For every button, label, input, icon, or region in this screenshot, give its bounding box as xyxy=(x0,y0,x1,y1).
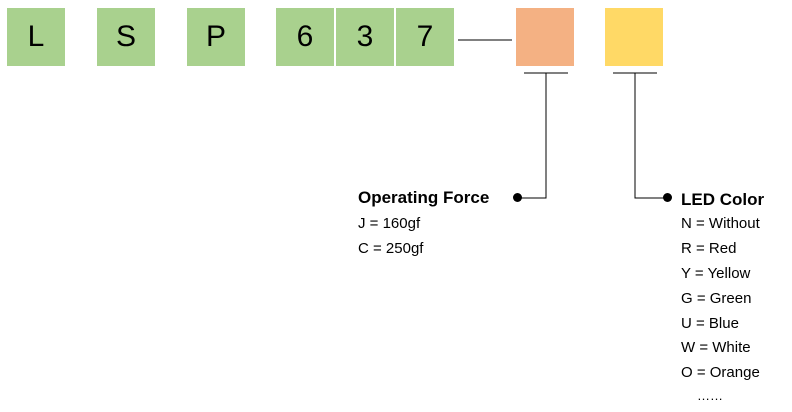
led-bullet-dot xyxy=(663,193,672,202)
led-leader xyxy=(634,73,665,199)
code-box-label: 3 xyxy=(356,20,374,53)
led-color-title: LED Color xyxy=(681,190,765,209)
led-option: G = Green xyxy=(681,290,752,307)
force-option: J = 160gf xyxy=(358,215,421,232)
code-box-label: 7 xyxy=(416,20,434,53)
led-option: N = Without xyxy=(681,215,760,232)
force-code-box xyxy=(516,8,574,66)
code-box-label: P xyxy=(205,20,226,53)
led-option: W = White xyxy=(681,339,751,356)
led-option: R = Red xyxy=(681,240,737,257)
code-box-1: L xyxy=(7,8,65,66)
code-box-3: P xyxy=(187,8,245,66)
force-leader xyxy=(519,73,547,199)
led-option: O = Orange xyxy=(681,364,760,381)
led-code-box xyxy=(605,8,663,66)
code-box-6: 7 xyxy=(396,8,454,66)
code-box-label: S xyxy=(115,20,136,53)
code-box-2: S xyxy=(97,8,155,66)
code-box-label: L xyxy=(27,20,45,53)
code-box-label: 6 xyxy=(296,20,314,53)
force-option: C = 250gf xyxy=(358,240,424,257)
led-option: Y = Yellow xyxy=(681,265,751,282)
code-box-5: 3 xyxy=(336,8,394,66)
code-box-4: 6 xyxy=(276,8,334,66)
led-more-ellipsis: …… xyxy=(697,388,723,403)
led-option: U = Blue xyxy=(681,315,739,332)
operating-force-title: Operating Force xyxy=(358,188,490,207)
force-bullet-dot xyxy=(513,193,522,202)
